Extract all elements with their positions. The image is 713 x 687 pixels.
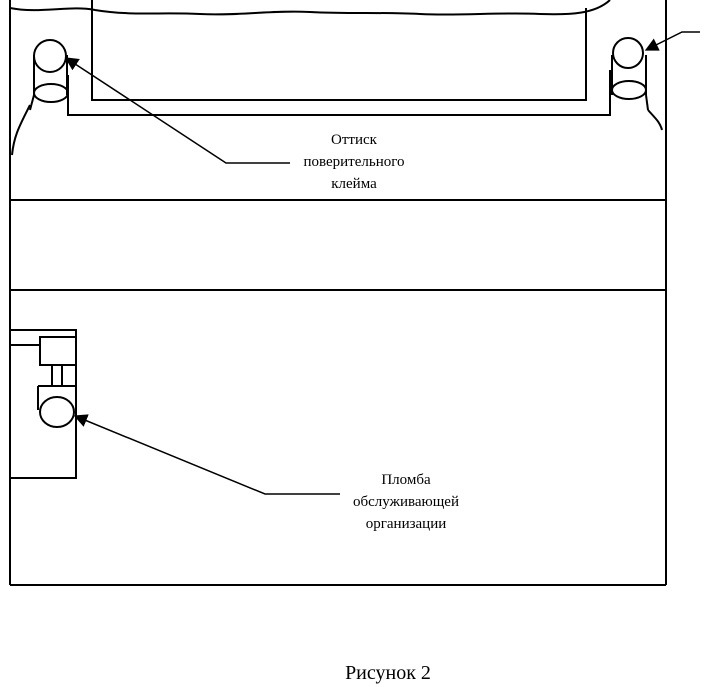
cover-frame (67, 70, 611, 116)
terminal-clamp (39, 336, 77, 366)
leader-lines (64, 31, 700, 495)
figure-caption: Рисунок 2 (345, 662, 431, 684)
left-cover-screw (29, 39, 69, 111)
right-screw-head (612, 37, 644, 69)
right-screw-base (611, 80, 647, 100)
cover-right-shoulder (647, 109, 663, 131)
service-seal-leader (73, 414, 340, 495)
service-seal-label-line3: организации (366, 516, 447, 532)
terminal-block (10, 329, 77, 479)
cover-left-shoulder (11, 104, 31, 156)
left-screw-base (33, 83, 69, 103)
verification-mark-label: Оттиск поверительного клейма (303, 132, 404, 192)
terminal-seal-head (39, 396, 75, 428)
left-screw-head (33, 39, 67, 73)
terminal-frame (10, 329, 77, 479)
verification-mark-leader (64, 57, 290, 164)
right-screw-leader (644, 31, 700, 51)
service-seal-label: Пломба обслуживающей организации (353, 472, 459, 532)
service-seal-label-line2: обслуживающей (353, 494, 459, 510)
meter-body (9, 0, 667, 586)
cover-break-line (9, 0, 611, 16)
verification-mark-label-line3: клейма (331, 176, 377, 192)
cover-window (91, 0, 587, 101)
right-cover-screw (611, 37, 649, 111)
verification-mark-label-line2: поверительного (303, 154, 404, 170)
service-seal-label-line1: Пломба (381, 472, 431, 488)
verification-mark-label-line1: Оттиск (331, 132, 378, 148)
